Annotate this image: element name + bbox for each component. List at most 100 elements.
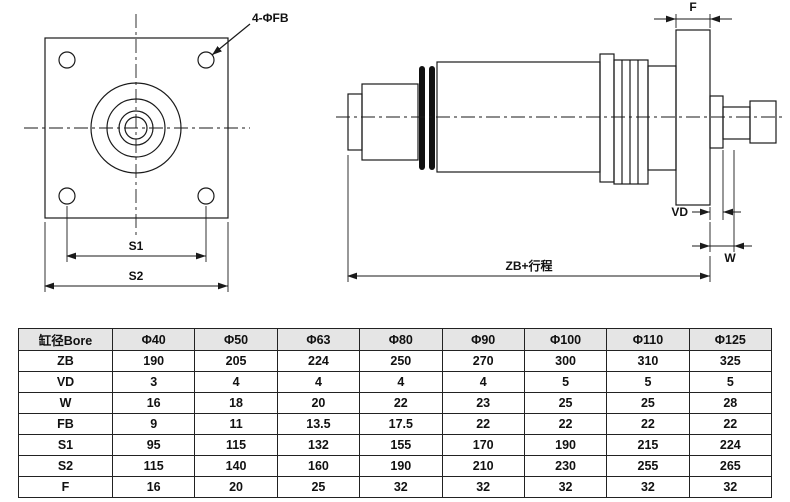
- dim-zb-label: ZB+行程: [505, 258, 552, 273]
- table-cell: 325: [688, 350, 773, 372]
- row-label: ZB: [18, 350, 113, 372]
- table-header-cell: Φ40: [111, 328, 196, 351]
- table-header-cell: Φ90: [441, 328, 525, 351]
- table-cell: 170: [441, 434, 525, 456]
- side-view: [336, 29, 784, 206]
- row-label: W: [18, 392, 113, 414]
- seal-ring-2: [429, 66, 435, 170]
- dim-vd-label: VD: [671, 205, 688, 219]
- table-header-bore: 缸径Bore: [18, 328, 113, 351]
- row-label: S1: [18, 434, 113, 456]
- rod-tip: [749, 100, 777, 144]
- table-cell: 5: [523, 371, 608, 393]
- dim-s2-lines: [44, 222, 229, 292]
- table-cell: 20: [194, 476, 278, 498]
- dim-f-label: F: [689, 0, 696, 14]
- table-cell: 230: [523, 455, 608, 477]
- table-header-cell: Φ110: [606, 328, 690, 351]
- table-cell: 32: [606, 476, 690, 498]
- table-cell: 115: [111, 455, 196, 477]
- table-cell: 205: [194, 350, 278, 372]
- table-cell: 23: [441, 392, 525, 414]
- table-cell: 25: [276, 476, 361, 498]
- table-cell: 300: [523, 350, 608, 372]
- table-cell: 18: [194, 392, 278, 414]
- rear-section: [361, 83, 419, 161]
- table-cell: 25: [606, 392, 690, 414]
- table-cell: 190: [523, 434, 608, 456]
- table-cell: 4: [441, 371, 525, 393]
- mounting-hole-top-left: [58, 51, 76, 69]
- table-cell: 32: [359, 476, 443, 498]
- table-cell: 13.5: [276, 413, 361, 435]
- table-cell: 9: [111, 413, 196, 435]
- table-cell: 5: [688, 371, 773, 393]
- front-ring: [599, 53, 615, 183]
- table-cell: 22: [606, 413, 690, 435]
- mounting-hole-bottom-right: [197, 187, 215, 205]
- table-cell: 5: [606, 371, 690, 393]
- dim-f-lines: [654, 14, 732, 28]
- table-cell: 270: [441, 350, 525, 372]
- table-cell: 210: [441, 455, 525, 477]
- neck-section: [647, 65, 677, 171]
- table-cell: 28: [688, 392, 773, 414]
- table-header-cell: Φ63: [276, 328, 361, 351]
- table-cell: 140: [194, 455, 278, 477]
- table-cell: 215: [606, 434, 690, 456]
- dim-vd-lines: [692, 150, 741, 220]
- cylinder-drawing-svg: 4-ΦFB S1 S2: [24, 0, 784, 292]
- front-view: [24, 14, 251, 238]
- gland-block: [613, 59, 649, 185]
- front-centerlines: [24, 14, 250, 238]
- dim-zb-lines: [347, 155, 711, 282]
- table-header-cell: Φ100: [523, 328, 608, 351]
- table-cell: 22: [688, 413, 773, 435]
- table-cell: 16: [111, 392, 196, 414]
- table-cell: 4: [359, 371, 443, 393]
- dim-w-label: W: [724, 251, 736, 265]
- table-cell: 11: [194, 413, 278, 435]
- table-header-cell: Φ50: [194, 328, 278, 351]
- table-cell: 224: [688, 434, 773, 456]
- table-cell: 32: [523, 476, 608, 498]
- flange-step: [709, 95, 724, 149]
- rod-section: [722, 106, 751, 140]
- dim-s2-label: S2: [129, 269, 144, 283]
- table-header-cell: Φ80: [359, 328, 443, 351]
- dim-w-lines: [692, 150, 752, 252]
- table-cell: 310: [606, 350, 690, 372]
- table-cell: 16: [111, 476, 196, 498]
- table-cell: 250: [359, 350, 443, 372]
- table-cell: 25: [523, 392, 608, 414]
- table-cell: 3: [111, 371, 196, 393]
- table-cell: 115: [194, 434, 278, 456]
- table-cell: 132: [276, 434, 361, 456]
- table-cell: 160: [276, 455, 361, 477]
- table-cell: 95: [111, 434, 196, 456]
- mounting-hole-top-right: [197, 51, 215, 69]
- hole-callout-leader: [211, 23, 251, 56]
- rear-cap: [347, 93, 363, 151]
- table-header-cell: Φ125: [688, 328, 773, 351]
- table-cell: 190: [359, 455, 443, 477]
- dim-s1-label: S1: [129, 239, 144, 253]
- hole-callout-label: 4-ΦFB: [252, 11, 289, 25]
- dim-s1-lines: [66, 206, 207, 262]
- technical-drawing: 4-ΦFB S1 S2: [24, 0, 784, 292]
- table-cell: 22: [441, 413, 525, 435]
- table-cell: 20: [276, 392, 361, 414]
- row-label: FB: [18, 413, 113, 435]
- table-cell: 224: [276, 350, 361, 372]
- table-cell: 32: [441, 476, 525, 498]
